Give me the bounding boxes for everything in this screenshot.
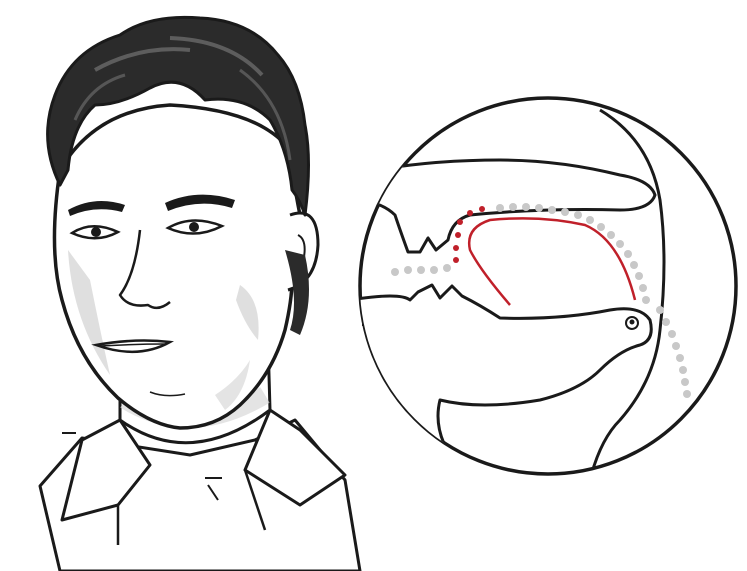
man-head-illustration [40, 17, 360, 571]
left-eye [72, 226, 118, 238]
mouth-cross-section-inset [350, 98, 736, 480]
face [54, 105, 315, 428]
